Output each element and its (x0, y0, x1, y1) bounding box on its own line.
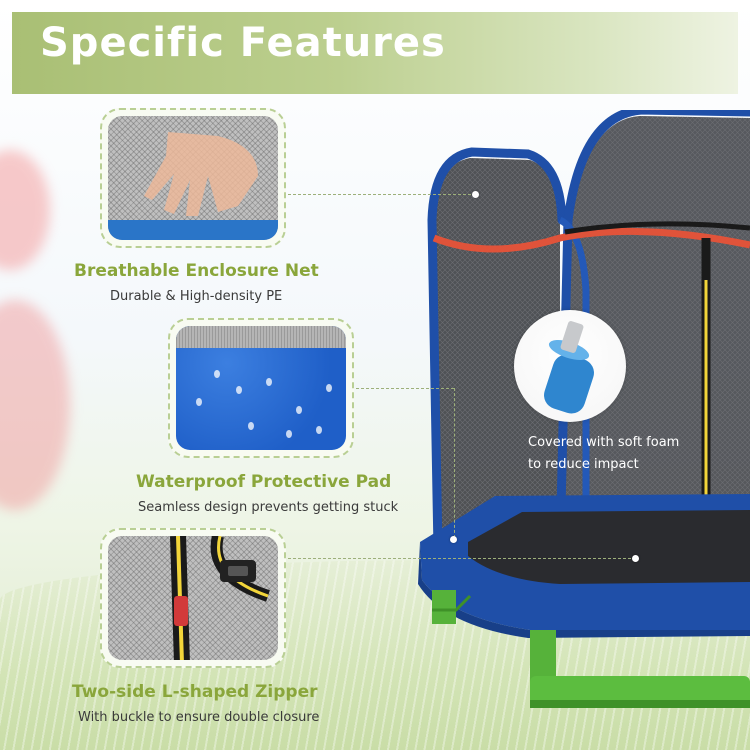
green-leg-left (432, 590, 456, 624)
feature-desc-net: Durable & High-density PE (110, 289, 283, 304)
pad-connector-line-h (356, 388, 454, 389)
feature-zipper-thumbnail (100, 528, 286, 668)
feature-desc-zipper: With buckle to ensure double closure (78, 710, 320, 725)
net-connector-line (288, 194, 476, 195)
background-red-blob-mid (0, 300, 70, 510)
zipper-connector-dot (632, 555, 639, 562)
feature-title-zipper: Two-side L-shaped Zipper (72, 682, 318, 702)
net-connector-dot (472, 191, 479, 198)
foam-callout-circle (514, 310, 626, 422)
red-strap (432, 227, 750, 253)
trampoline-illustration (418, 110, 750, 708)
pad-connector-dot (450, 536, 457, 543)
foam-callout-line2: to reduce impact (528, 457, 639, 472)
header-banner (12, 12, 738, 94)
foam-callout-line1: Covered with soft foam (528, 435, 680, 450)
feature-net-thumbnail (100, 108, 286, 248)
page-title: Specific Features (40, 20, 446, 66)
frame-pole-inner (558, 216, 590, 530)
feature-pad-thumbnail (168, 318, 354, 458)
background-red-blob-top (0, 150, 50, 270)
foam-callout-text: Covered with soft foam to reduce impact (528, 432, 708, 476)
zipper-connector-line (288, 558, 636, 559)
zipper-buckle-image (170, 536, 270, 660)
pad-connector-line-v (454, 388, 455, 538)
foam-pole-icon (544, 321, 594, 414)
feature-title-pad: Waterproof Protective Pad (136, 472, 392, 492)
hand-on-net-image (108, 132, 278, 240)
frame-pole-mid (555, 110, 750, 555)
feature-desc-pad: Seamless design prevents getting stuck (138, 500, 399, 515)
jumping-mat (468, 510, 750, 584)
feature-title-net: Breathable Enclosure Net (74, 261, 319, 281)
